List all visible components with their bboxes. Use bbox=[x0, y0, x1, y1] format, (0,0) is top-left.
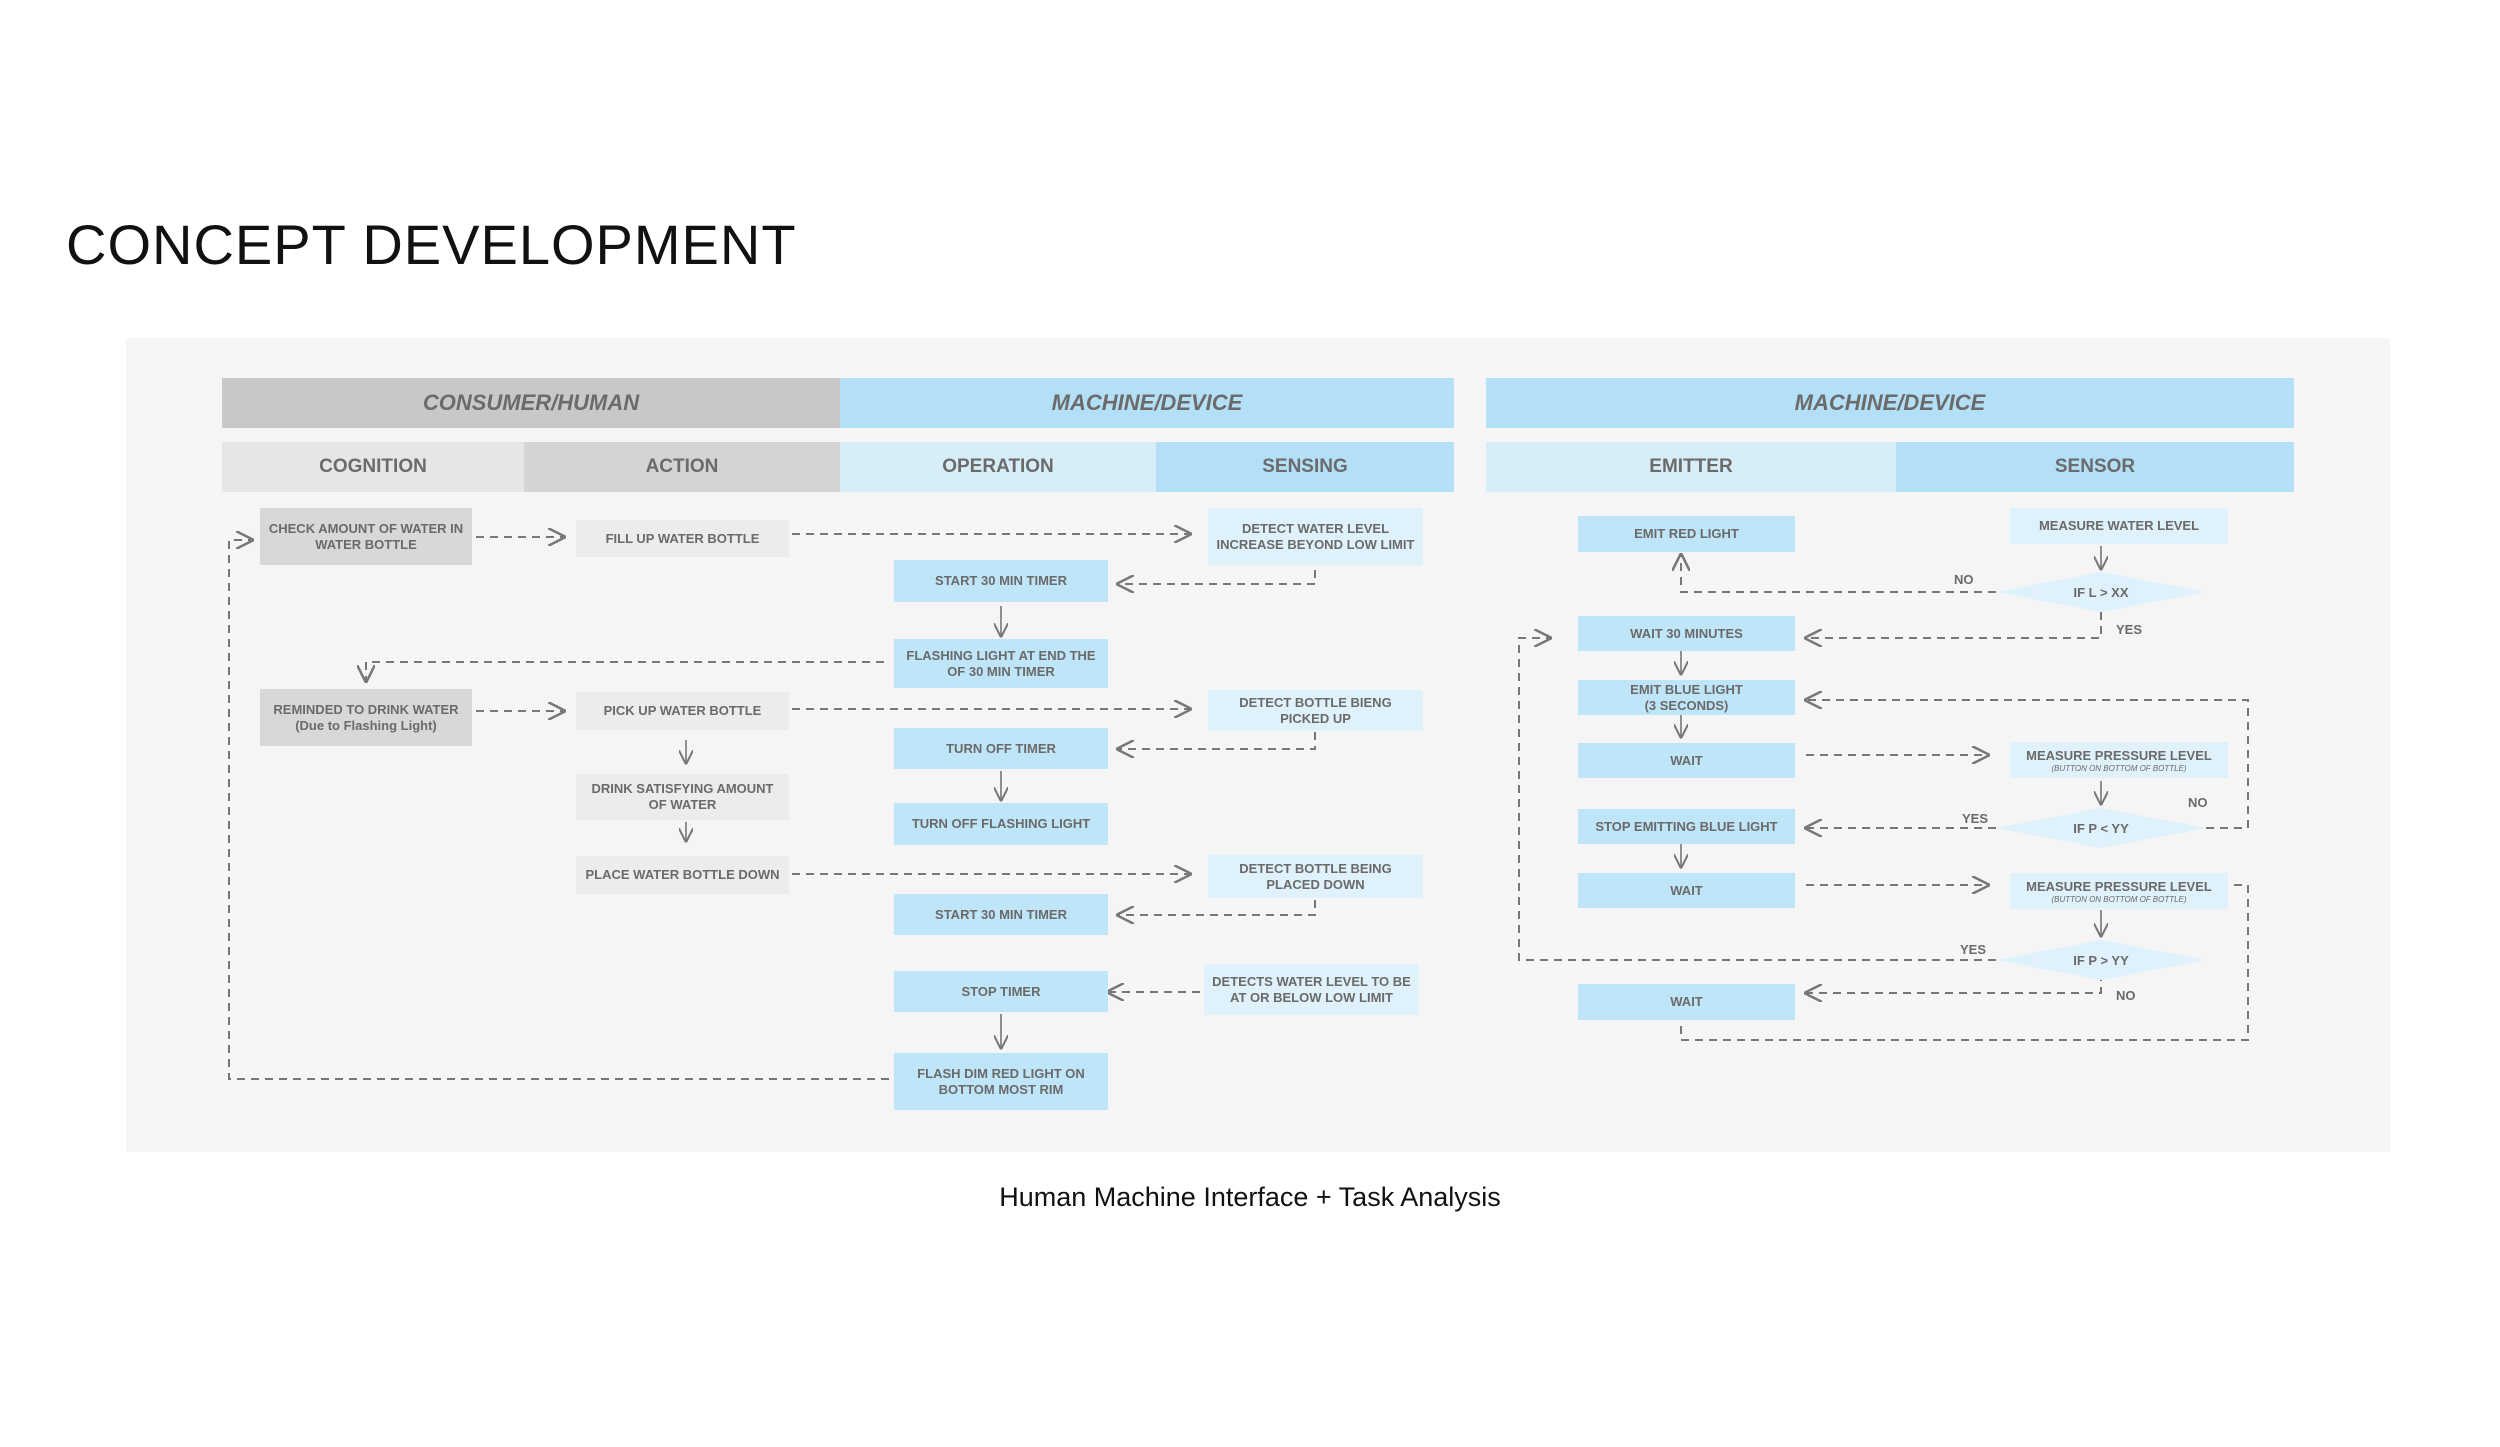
wait-2-box: WAIT bbox=[1578, 873, 1795, 908]
label-no-if-p-lt: NO bbox=[2188, 795, 2208, 810]
header-sensor: SENSOR bbox=[1896, 442, 2294, 492]
figure-caption: Human Machine Interface + Task Analysis bbox=[999, 1182, 1501, 1212]
header-consumer-human: CONSUMER/HUMAN bbox=[222, 378, 840, 428]
arrow-flash-to-reminded bbox=[366, 661, 884, 681]
measure-pressure-1-label: MEASURE PRESSURE LEVEL bbox=[2026, 747, 2212, 763]
decision-if-p-gt-label: IF P > YY bbox=[2073, 952, 2129, 968]
wait-3-box: WAIT bbox=[1578, 984, 1795, 1020]
label-yes-if-p-lt: YES bbox=[1962, 811, 1989, 826]
emit-blue-box: EMIT BLUE LIGHT (3 SECONDS) bbox=[1578, 680, 1795, 715]
arrow-detect-to-start2 bbox=[1118, 900, 1316, 915]
reminded-box: REMINDED TO DRINK WATER (Due to Flashing… bbox=[260, 689, 472, 746]
header-sensing: SENSING bbox=[1156, 442, 1454, 492]
header-cognition: COGNITION bbox=[222, 442, 524, 492]
decision-if-p-lt-label: IF P < YY bbox=[2073, 820, 2129, 836]
header-operation: OPERATION bbox=[840, 442, 1156, 492]
measure-pressure-2-label: MEASURE PRESSURE LEVEL bbox=[2026, 878, 2212, 894]
check-water-box: CHECK AMOUNT OF WATER IN WATER BOTTLE bbox=[260, 508, 472, 565]
emit-red-box: EMIT RED LIGHT bbox=[1578, 516, 1795, 552]
page-title: CONCEPT DEVELOPMENT bbox=[66, 213, 797, 276]
wait-1-box: WAIT bbox=[1578, 743, 1795, 778]
emit-blue-label: EMIT BLUE LIGHT bbox=[1630, 681, 1743, 697]
measure-pressure-1-sub-label: (BUTTON ON BOTTOM OF BOTTLE) bbox=[2051, 763, 2187, 773]
detect-placed-box: DETECT BOTTLE BEING PLACED DOWN bbox=[1208, 855, 1423, 898]
decision-if-p-gt: IF P > YY bbox=[1996, 940, 2206, 980]
drink-box: DRINK SATISFYING AMOUNT OF WATER bbox=[576, 774, 789, 820]
place-down-box: PLACE WATER BOTTLE DOWN bbox=[576, 856, 789, 894]
label-no-if-p-gt: NO bbox=[2116, 988, 2136, 1003]
decision-if-l-shape bbox=[1996, 572, 2206, 612]
decision-if-p-lt-shape bbox=[1996, 808, 2206, 848]
turn-off-timer-box: TURN OFF TIMER bbox=[894, 728, 1108, 769]
start-timer-2-box: START 30 MIN TIMER bbox=[894, 894, 1108, 935]
arrow-if-plt-no bbox=[1806, 700, 2249, 829]
wait-30-box: WAIT 30 MINUTES bbox=[1578, 616, 1795, 651]
reminded-sub-label: (Due to Flashing Light) bbox=[295, 717, 437, 733]
pick-up-box: PICK UP WATER BOTTLE bbox=[576, 692, 789, 730]
measure-pressure-2-sub-label: (BUTTON ON BOTTOM OF BOTTLE) bbox=[2051, 894, 2187, 904]
stop-blue-box: STOP EMITTING BLUE LIGHT bbox=[1578, 809, 1795, 844]
label-yes-if-l: YES bbox=[2116, 622, 2143, 637]
stop-timer-box: STOP TIMER bbox=[894, 971, 1108, 1012]
start-timer-1-box: START 30 MIN TIMER bbox=[894, 560, 1108, 602]
arrow-if-l-no bbox=[1681, 555, 1996, 593]
header-action: ACTION bbox=[524, 442, 840, 492]
arrow-flash-to-check bbox=[228, 540, 889, 1080]
label-no-if-l: NO bbox=[1954, 572, 1974, 587]
reminded-label: REMINDED TO DRINK WATER bbox=[273, 701, 459, 717]
header-emitter: EMITTER bbox=[1486, 442, 1896, 492]
measure-water-box: MEASURE WATER LEVEL bbox=[2010, 508, 2228, 544]
flash-dim-box: FLASH DIM RED LIGHT ON BOTTOM MOST RIM bbox=[894, 1053, 1108, 1110]
flashing-light-box: FLASHING LIGHT AT END THE OF 30 MIN TIME… bbox=[894, 639, 1108, 688]
turn-off-flash-box: TURN OFF FLASHING LIGHT bbox=[894, 803, 1108, 845]
connector-layer bbox=[228, 338, 2249, 1080]
arrow-detect-to-turnoff bbox=[1118, 732, 1316, 749]
decision-if-p-lt: IF P < YY bbox=[1996, 808, 2206, 848]
arrow-if-pgt-yes bbox=[1518, 638, 1996, 961]
arrow-detect-to-start bbox=[1118, 570, 1316, 584]
detect-picked-box: DETECT BOTTLE BIENG PICKED UP bbox=[1208, 690, 1423, 731]
fill-up-box: FILL UP WATER BOTTLE bbox=[576, 520, 789, 557]
label-yes-if-p-gt: YES bbox=[1960, 942, 1987, 957]
measure-pressure-2-box: MEASURE PRESSURE LEVEL (BUTTON ON BOTTOM… bbox=[2010, 873, 2228, 909]
header-machine-device-left: MACHINE/DEVICE bbox=[840, 378, 1454, 428]
arrow-if-l-yes bbox=[1806, 612, 2102, 638]
arrow-wait3-loop bbox=[1680, 885, 2249, 1041]
decision-if-l-label: IF L > XX bbox=[2073, 584, 2129, 600]
decision-if-p-gt-shape bbox=[1996, 940, 2206, 980]
detect-level-box: DETECT WATER LEVEL INCREASE BEYOND LOW L… bbox=[1208, 508, 1423, 565]
header-machine-device-right: MACHINE/DEVICE bbox=[1486, 378, 2294, 428]
detect-low-box: DETECTS WATER LEVEL TO BE AT OR BELOW LO… bbox=[1204, 964, 1419, 1015]
decision-if-l: IF L > XX bbox=[1996, 572, 2206, 612]
emit-blue-sub-label: (3 SECONDS) bbox=[1644, 697, 1729, 713]
diagram-panel: CONSUMER/HUMAN MACHINE/DEVICE MACHINE/DE… bbox=[126, 338, 2390, 1152]
measure-pressure-1-box: MEASURE PRESSURE LEVEL (BUTTON ON BOTTOM… bbox=[2010, 742, 2228, 778]
